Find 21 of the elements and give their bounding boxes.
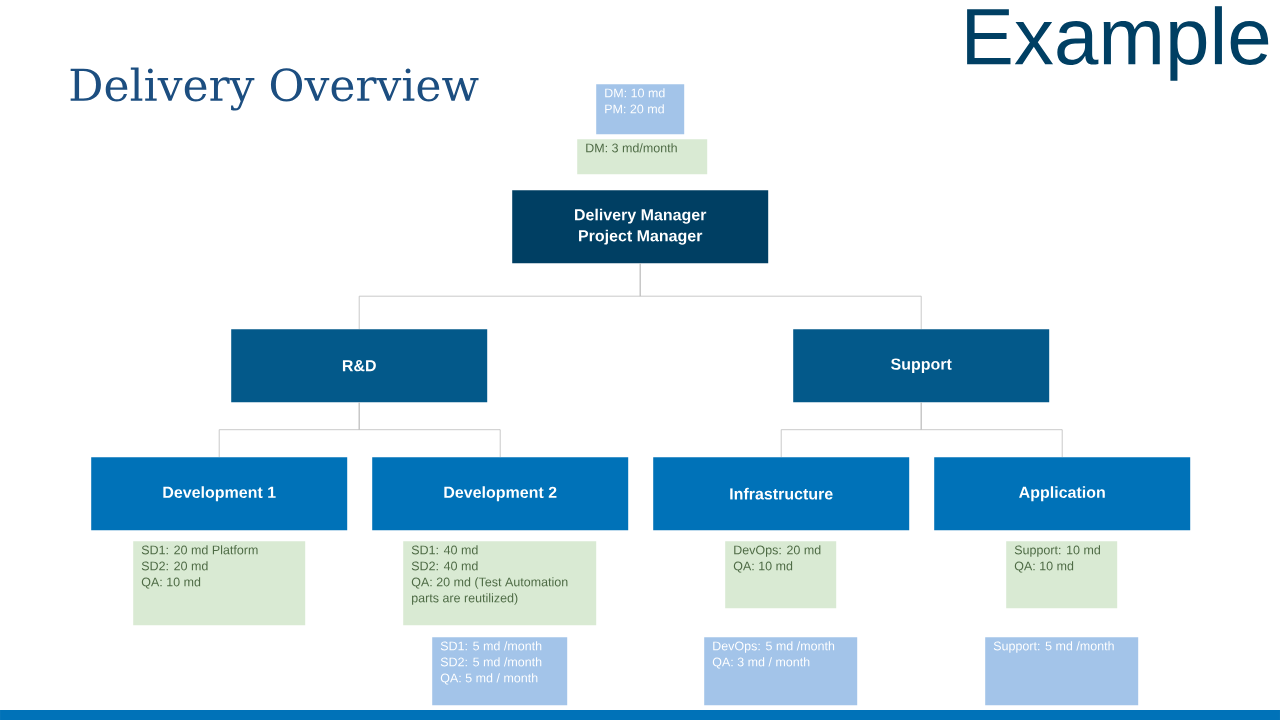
estimate-box: DM: 3 md/month — [577, 139, 708, 175]
estimate-box: Support: 5 md /month — [985, 637, 1139, 706]
connector-line — [639, 263, 922, 330]
estimate-box: SD1: 20 md Platform SD2: 20 md QA: 10 md — [133, 541, 306, 626]
org-box: Delivery Manager Project Manager — [512, 190, 769, 264]
connector-line — [358, 402, 501, 458]
org-box: Support — [793, 329, 1050, 403]
estimate-box: Support: 10 md QA: 10 md — [1006, 541, 1118, 609]
estimate-box: SD1: 5 md /month SD2: 5 md /month QA: 5 md / month — [432, 637, 568, 706]
estimate-box: DevOps: 5 md /month QA: 3 md / month — [704, 637, 858, 706]
estimate-box: DM: 10 md PM: 20 md — [596, 84, 685, 135]
stamp-text: Example — [967, 6, 1269, 81]
org-box: Development 2 — [372, 457, 629, 531]
connector-line — [920, 402, 1063, 458]
org-box: Infrastructure — [653, 457, 910, 531]
org-box: Application — [934, 457, 1191, 531]
estimate-box: DevOps: 20 md QA: 10 md — [725, 541, 837, 609]
org-box: R&D — [231, 329, 488, 403]
estimate-box: SD1: 40 md SD2: 40 md QA: 20 md (Test Automation parts are reutilized) — [403, 541, 597, 626]
org-box: Development 1 — [91, 457, 348, 531]
slide-title: Delivery Overview — [70, 67, 479, 111]
